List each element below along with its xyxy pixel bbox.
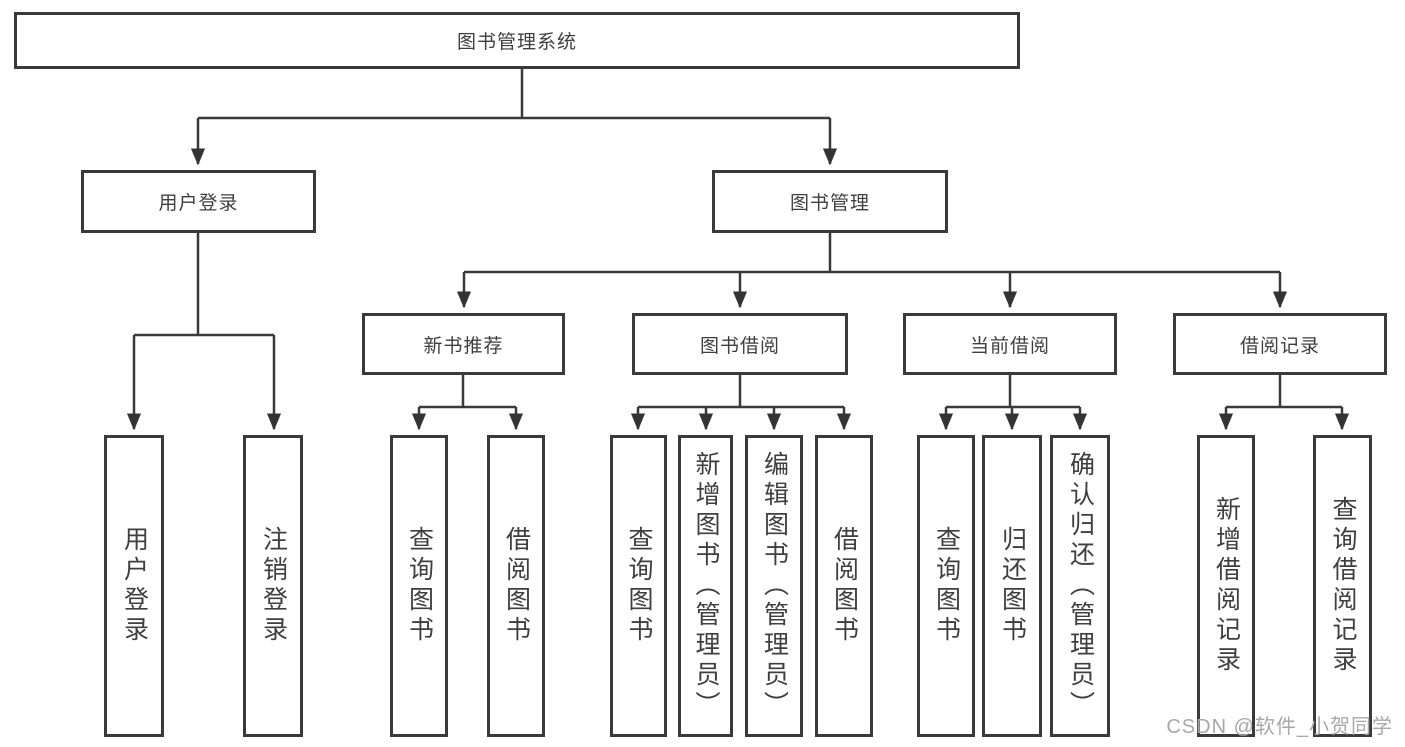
csdn-watermark: CSDN @软件_小贺同学	[1166, 716, 1393, 738]
node-user-login-branch: 用户登录	[81, 170, 316, 233]
leaf-label: 注销登录	[259, 526, 288, 646]
node-leaf-add-books-admin: 新增图书（管理员）	[678, 435, 733, 737]
node-leaf-edit-books-admin: 编辑图书（管理员）	[745, 435, 803, 737]
leaf-label: 确认归还（管理员）	[1066, 451, 1095, 721]
leaf-label: 借阅图书	[830, 526, 859, 646]
leaf-label: 查询借阅记录	[1329, 496, 1357, 676]
node-book-management-branch: 图书管理	[712, 170, 948, 233]
node-leaf-logout: 注销登录	[243, 435, 303, 737]
leaf-label: 归还图书	[998, 526, 1027, 646]
node-leaf-query-borrow-record: 查询借阅记录	[1313, 435, 1372, 737]
leaf-label: 查询图书	[932, 526, 961, 646]
node-borrow-records: 借阅记录	[1173, 313, 1387, 375]
node-current-borrow: 当前借阅	[903, 313, 1117, 375]
leaf-label: 新增借阅记录	[1212, 496, 1241, 676]
node-new-book-recommend: 新书推荐	[362, 313, 565, 375]
leaf-label: 借阅图书	[502, 526, 531, 646]
leaf-label: 用户登录	[120, 526, 149, 646]
node-leaf-query-books-3: 查询图书	[917, 435, 975, 737]
node-leaf-add-borrow-record: 新增借阅记录	[1197, 435, 1255, 737]
leaf-label: 查询图书	[625, 526, 653, 646]
node-leaf-user-login: 用户登录	[104, 435, 164, 737]
leaf-label: 编辑图书（管理员）	[760, 451, 789, 721]
leaf-label: 查询图书	[405, 526, 434, 646]
node-leaf-borrow-books-2: 借阅图书	[815, 435, 873, 737]
node-leaf-confirm-return-admin: 确认归还（管理员）	[1050, 435, 1110, 737]
node-leaf-query-books-1: 查询图书	[390, 435, 448, 737]
node-root-system: 图书管理系统	[14, 12, 1020, 69]
leaf-label: 新增图书（管理员）	[692, 451, 720, 721]
node-book-borrow: 图书借阅	[632, 313, 848, 375]
node-leaf-return-books: 归还图书	[982, 435, 1042, 737]
node-leaf-query-books-2: 查询图书	[610, 435, 667, 737]
node-leaf-borrow-books-1: 借阅图书	[487, 435, 545, 737]
